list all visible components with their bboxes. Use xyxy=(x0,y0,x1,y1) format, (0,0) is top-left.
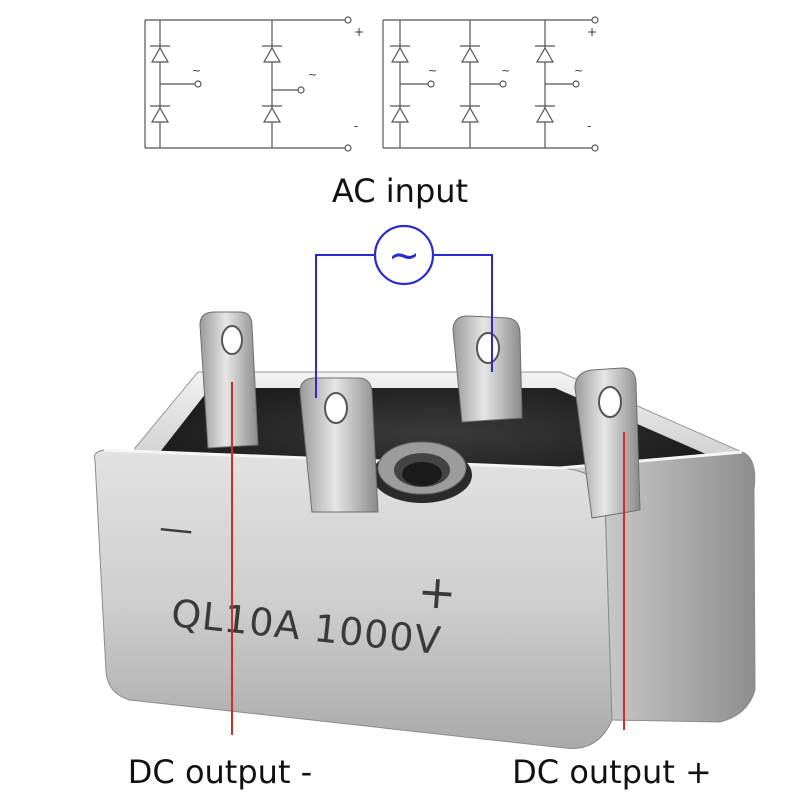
diode-symbol xyxy=(150,105,170,123)
diode-symbol xyxy=(390,45,410,63)
diode-symbol xyxy=(150,45,170,63)
schematic-ac-label: ~ xyxy=(308,68,317,81)
schematic-minus-label: - xyxy=(354,119,358,133)
dc-output-minus-caption: DC output - xyxy=(128,753,312,791)
schematic-ac-label: ~ xyxy=(501,64,510,77)
diode-symbol xyxy=(460,105,480,123)
rectifier-body xyxy=(93,371,756,749)
diode-symbol xyxy=(262,105,282,123)
ac-input-caption: AC input xyxy=(332,172,468,210)
schematic-three-phase xyxy=(382,16,599,152)
schematic-plus-label: + xyxy=(354,25,364,39)
schematic-ac-label: ~ xyxy=(192,64,201,77)
mounting-hole xyxy=(372,441,472,503)
body-minus-mark: — xyxy=(157,507,195,550)
ac-symbol: ~ xyxy=(388,233,420,277)
schematic-ac-label: ~ xyxy=(428,64,437,77)
diode-symbol xyxy=(535,45,555,63)
schematic-minus-label: - xyxy=(587,119,591,133)
terminal-ac-left xyxy=(299,377,379,513)
ac-input-wiring xyxy=(315,224,493,398)
dc-output-plus-caption: DC output + xyxy=(512,753,712,791)
schematic-single-phase xyxy=(144,16,352,152)
diode-symbol xyxy=(460,45,480,63)
body-plus-mark: + xyxy=(416,564,458,621)
terminal-ac-right xyxy=(452,315,523,423)
schematic-ac-label: ~ xyxy=(574,64,583,77)
terminal-dc-minus xyxy=(199,311,259,449)
diode-symbol xyxy=(262,45,282,63)
diode-symbol xyxy=(390,105,410,123)
diode-symbol xyxy=(535,105,555,123)
schematic-plus-label: + xyxy=(587,25,597,39)
